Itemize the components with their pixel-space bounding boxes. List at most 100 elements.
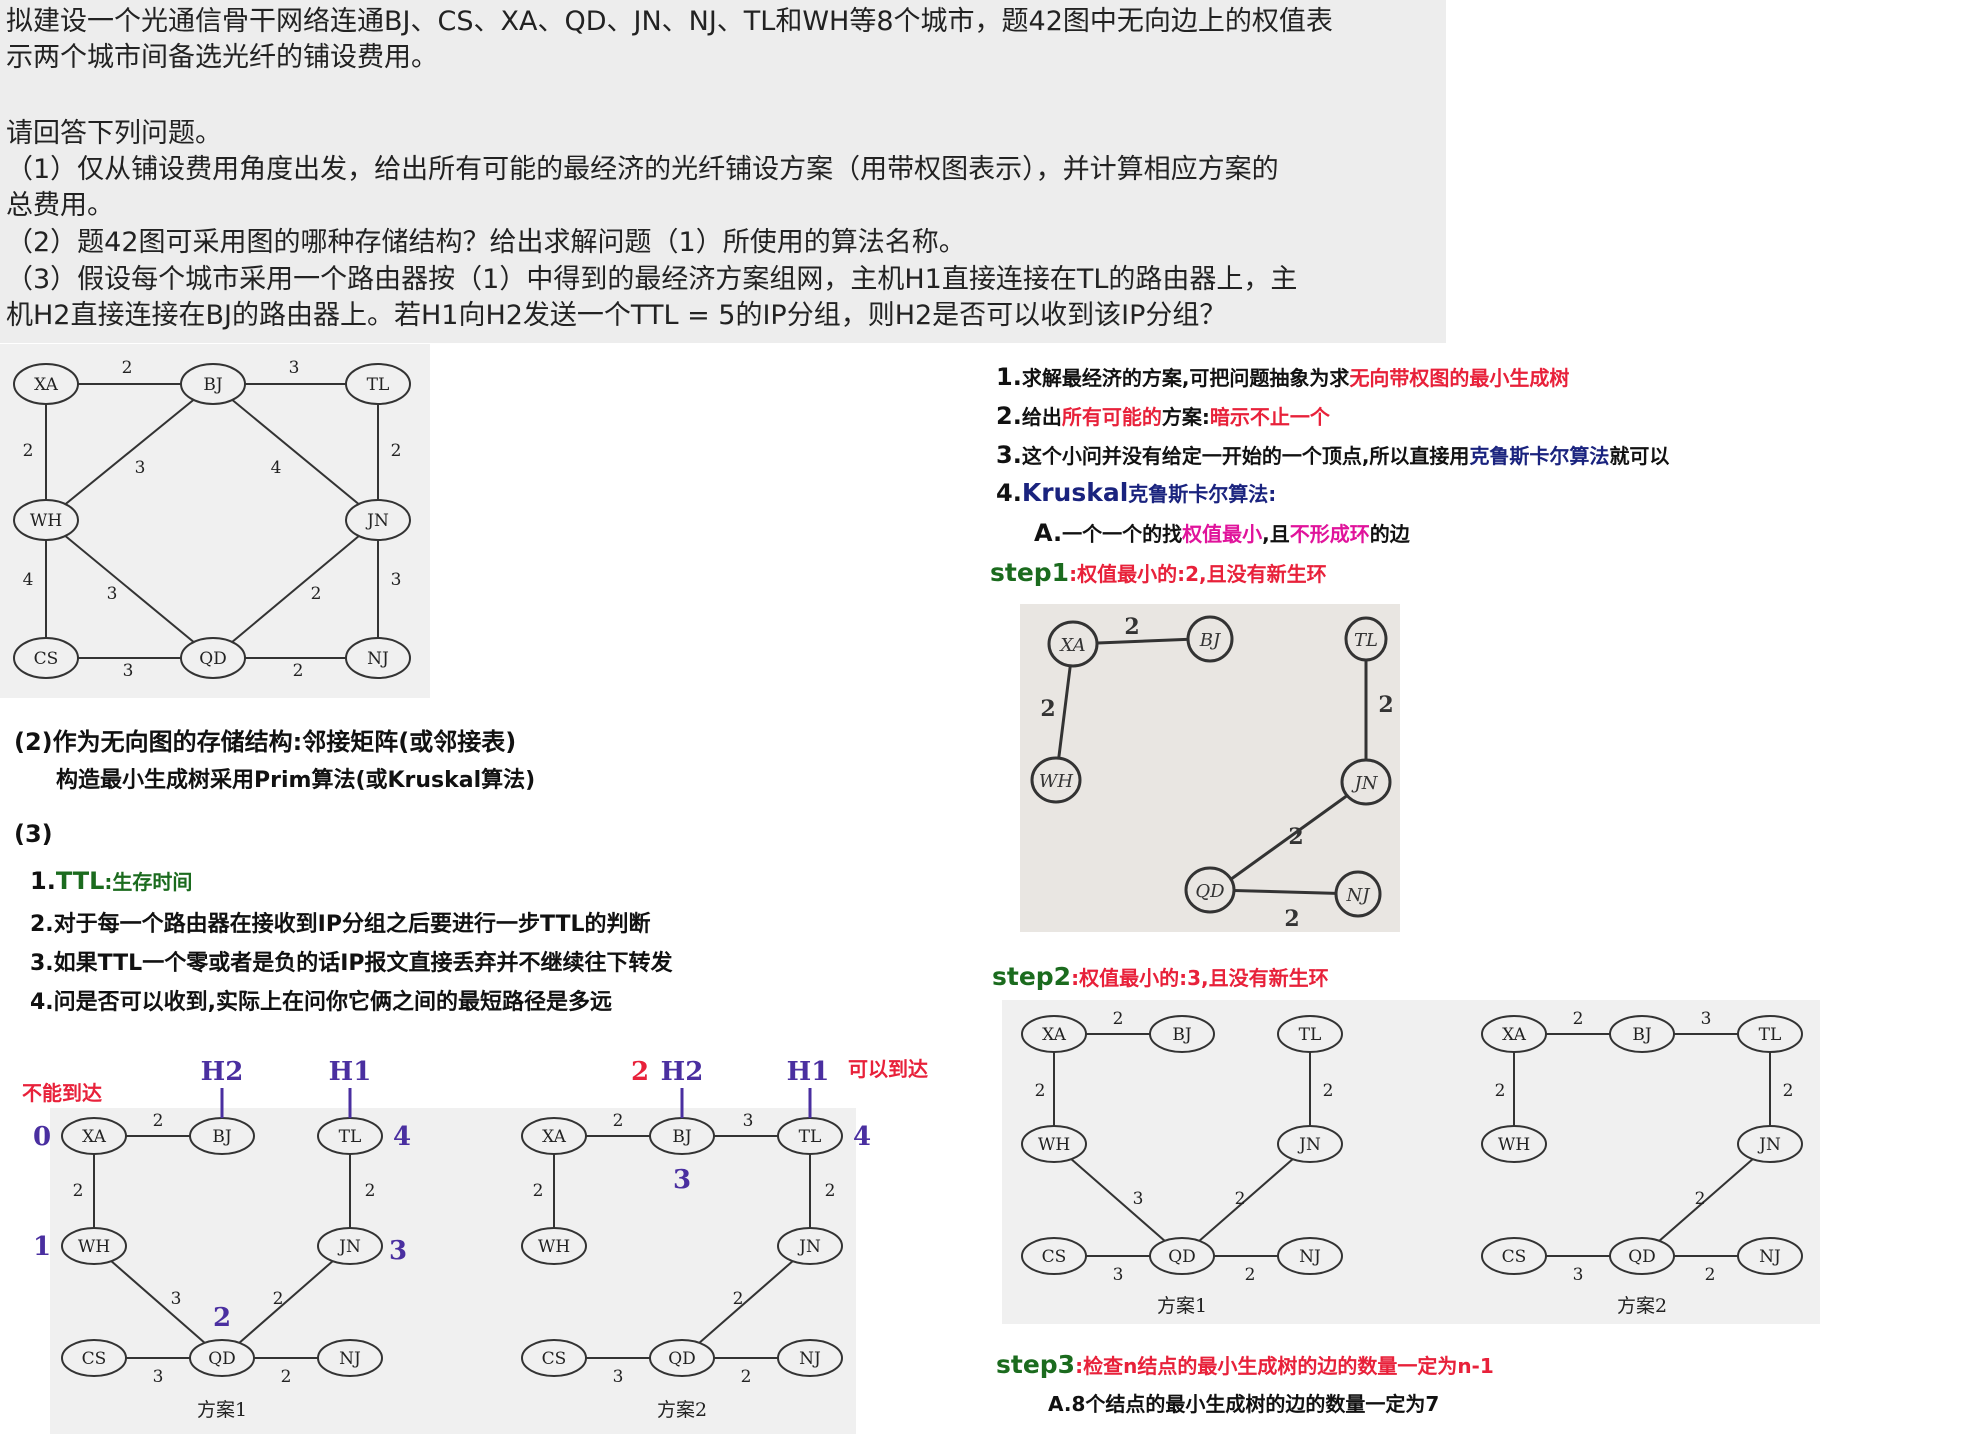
edge-weight: 2 [1035,1081,1046,1101]
edge-weight: 3 [613,1367,624,1387]
node-label: CS [82,1349,107,1369]
node-label: TL [339,1127,362,1147]
node-label: NJ [1346,885,1372,906]
node-label: BJ [203,375,222,395]
edge-weight: 3 [391,570,402,590]
storage-structure-note: (2)作为无向图的存储结构:邻接矩阵(或邻接表) [14,728,517,756]
edge-weight: 3 [153,1367,164,1387]
node-label: TL [1759,1025,1782,1045]
node-label: QD [668,1349,696,1369]
step1-heading: step1:权值最小的:2,且没有新生环 [990,558,1327,587]
edge-weight: 2 [741,1367,752,1387]
edge-weight: 3 [1113,1265,1124,1285]
node-label: JN [797,1237,821,1257]
host-h1-label: H1 [329,1057,372,1087]
edge-weight: 3 [135,458,146,478]
node-label: NJ [339,1349,361,1369]
scheme2-caption: 方案2 [657,1399,707,1421]
scheme1-caption: 方案1 [197,1399,247,1421]
node-label: TL [367,375,390,395]
node-label: WH [1039,771,1074,792]
edge-weight: 2 [365,1181,376,1201]
graph-node [180,637,246,679]
node-label: QD [1628,1247,1656,1267]
graph-node [13,499,79,541]
node-label: XA [1042,1025,1066,1045]
host-h2-label: H2 [201,1057,244,1087]
node-label: QD [1195,881,1225,902]
question-line: （3）假设每个城市采用一个路由器按（1）中得到的最经济方案组网，主机H1直接连接… [6,264,1298,295]
node-label: QD [1168,1247,1196,1267]
scheme1-caption: 方案1 [1157,1295,1207,1317]
edge-weight: 2 [613,1111,624,1131]
node-label: BJ [1199,630,1222,651]
edge-weight: 2 [1378,692,1393,718]
node-label: JN [365,511,389,531]
note-4a: A.一个一个的找权值最小,且不形成环的边 [1034,519,1410,547]
ttl-definition: 1.TTL:生存时间 [30,867,193,895]
node-label: XA [82,1127,106,1147]
step2-schemes: XA BJ TL WH JN CS QD NJ 2 2 2 3 2 3 2 方案… [1002,1000,1820,1324]
graph-node [13,637,79,679]
hop-count: 3 [673,1165,691,1195]
node-label: CS [1502,1247,1527,1267]
node-label: XA [34,375,58,395]
edge-weight: 2 [1695,1189,1706,1209]
node-label: XA [1058,635,1085,656]
edge-weight: 2 [1113,1009,1124,1029]
edge-weight: 2 [1495,1081,1506,1101]
node-label: BJ [672,1127,691,1147]
graph-node [13,363,79,405]
node-label: QD [208,1349,236,1369]
edge-weight: 2 [1245,1265,1256,1285]
node-label: CS [34,649,59,669]
node-label: WH [30,511,62,531]
edge-weight: 2 [1705,1265,1716,1285]
unreachable-label: 不能到达 [22,1081,102,1105]
node-label: QD [199,649,227,669]
edge-weight: 2 [1235,1189,1246,1209]
edge-weight: 2 [273,1289,284,1309]
ttl-note-4: 4.问是否可以收到,实际上在问你它俩之间的最短路径是多远 [30,990,613,1015]
node-label: NJ [1299,1247,1321,1267]
node-label: BJ [1172,1025,1191,1045]
graph-node [180,363,246,405]
edge-weight: 3 [123,661,134,681]
node-label: WH [538,1237,570,1257]
scheme2-caption: 方案2 [1617,1295,1667,1317]
ttl-note-2: 2.对于每一个路由器在接收到IP分组之后要进行一步TTL的判断 [30,912,651,937]
question-line: 示两个城市间备选光纤的铺设费用。 [6,42,438,73]
node-label: JN [1757,1135,1781,1155]
node-label: XA [1502,1025,1526,1045]
edge-weight: 2 [293,661,304,681]
part3-title: (3) [14,820,53,848]
question-line: 总费用。 [6,190,114,221]
reachable-label: 可以到达 [848,1057,928,1081]
node-label: BJ [212,1127,231,1147]
node-label: CS [1042,1247,1067,1267]
edge-weight: 2 [391,441,402,461]
host-h2-label: H2 [661,1057,704,1087]
hop-count: 2 [213,1303,231,1333]
ttl-hop-diagram: XA BJ TL WH JN CS QD NJ 2 2 2 3 2 3 2 方案… [22,1057,928,1434]
edge-weight: 2 [311,584,322,604]
edge-weight: 3 [107,584,118,604]
hop-count: 2 [631,1057,649,1087]
question-line: （1）仅从铺设费用角度出发，给出所有可能的最经济的光纤铺设方案（用带权图表示），… [6,154,1279,185]
step2-heading: step2:权值最小的:3,且没有新生环 [992,962,1329,991]
node-label: JN [337,1237,361,1257]
edge-weight: 4 [23,570,34,590]
node-label: JN [1351,773,1379,794]
edge-weight: 2 [733,1289,744,1309]
node-label: WH [1038,1135,1070,1155]
node-label: NJ [367,649,389,669]
hop-count: 0 [33,1122,51,1152]
hop-count: 4 [853,1122,871,1152]
edge-weight: 3 [289,358,300,378]
host-h1-label: H1 [787,1057,830,1087]
edge-weight: 2 [153,1111,164,1131]
node-label: TL [1354,630,1378,651]
edge-weight: 2 [23,441,34,461]
edge-weight: 2 [533,1181,544,1201]
main-graph: XA BJ TL WH JN CS QD NJ 2 3 2 3 4 2 4 3 … [0,344,430,698]
